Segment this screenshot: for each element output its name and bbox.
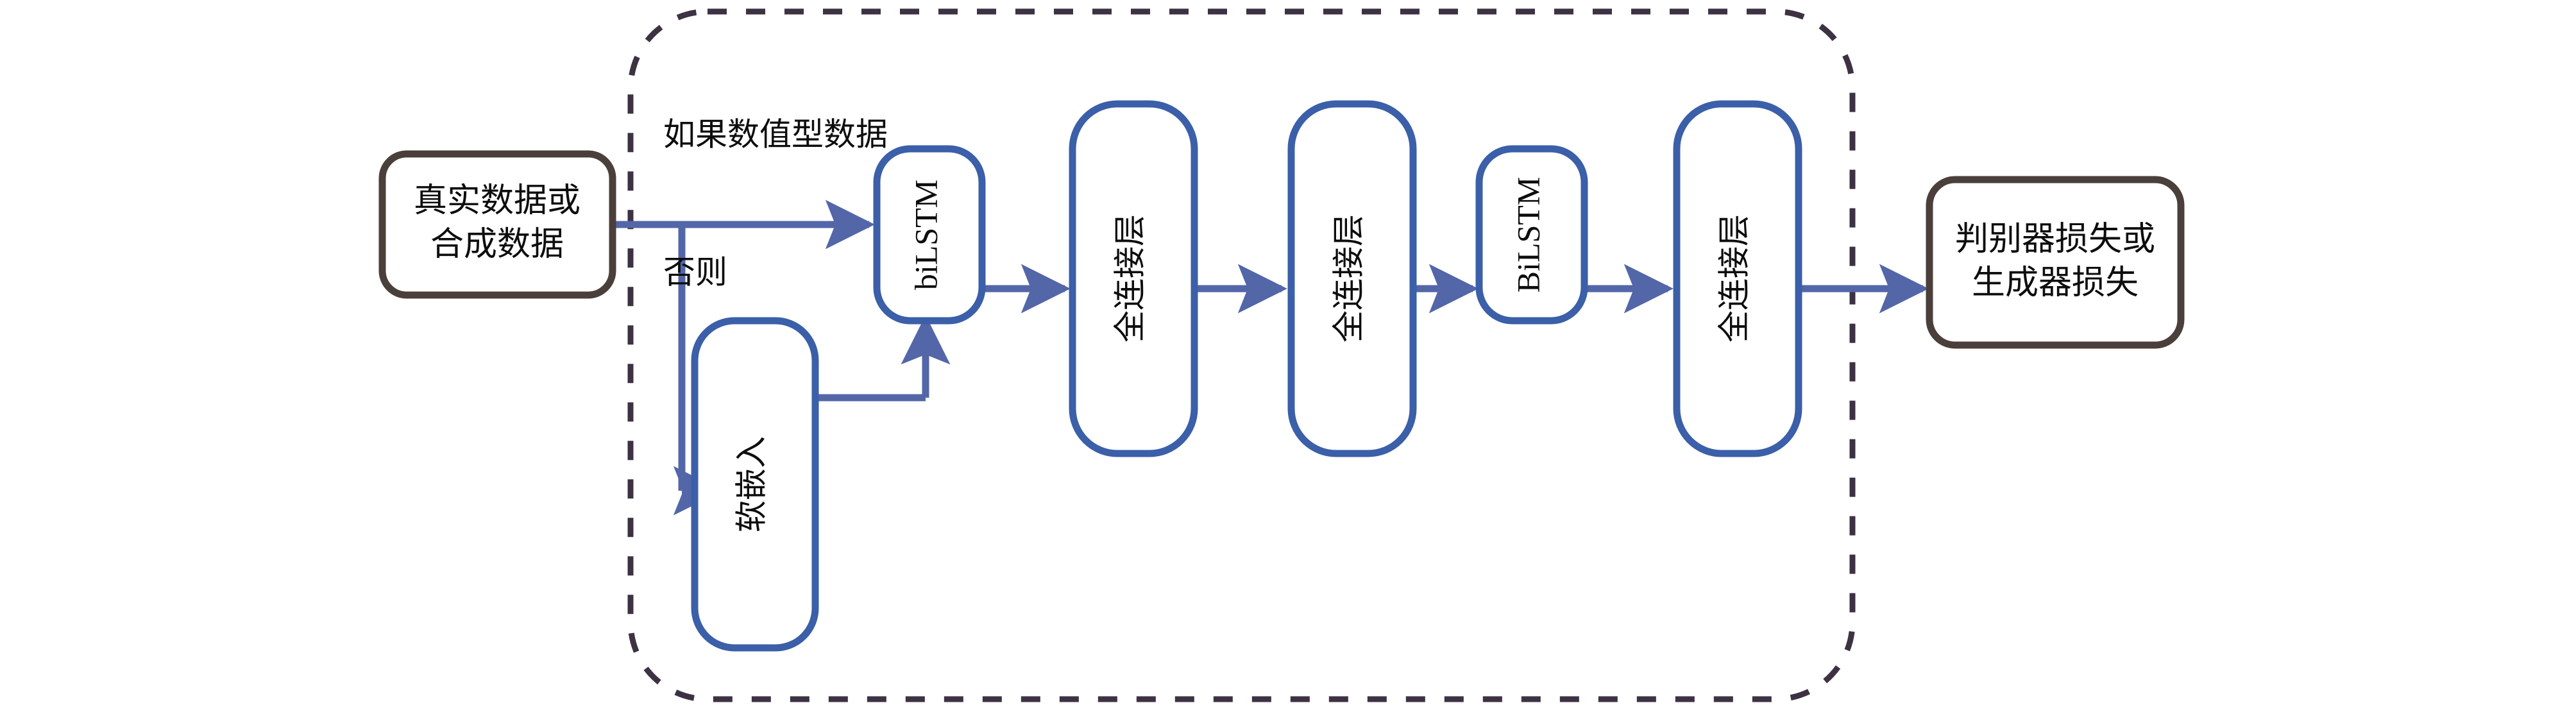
node-output-loss[interactable]: 判别器损失或 生成器损失 — [1926, 176, 2185, 349]
node-fc-1-shape — [1069, 100, 1198, 457]
node-fc-3-label: 全连接层 — [1716, 214, 1752, 343]
node-bilstm-2-shape — [1475, 145, 1588, 325]
node-output-loss-shape — [1926, 176, 2185, 349]
node-bilstm-1[interactable]: biLSTM — [873, 145, 986, 325]
node-output-loss-label-line2: 生成器损失 — [1972, 265, 2139, 301]
node-fc-1-label: 全连接层 — [1112, 214, 1148, 343]
node-input-data-label-line1: 真实数据或 — [414, 183, 580, 219]
node-fc-1[interactable]: 全连接层 — [1069, 100, 1198, 457]
node-bilstm-1-label: biLSTM — [908, 180, 944, 290]
node-input-data-label-line2: 合成数据 — [430, 226, 564, 263]
node-fc-2-shape — [1287, 100, 1417, 457]
node-bilstm-2-label: BiLSTM — [1510, 177, 1546, 293]
node-input-data-shape — [378, 150, 616, 299]
node-fc-3-shape — [1673, 100, 1802, 457]
edge-label-else-branch: 否则 — [663, 254, 727, 290]
node-input-data[interactable]: 真实数据或 合成数据 — [378, 150, 616, 299]
node-bilstm-1-shape — [873, 145, 986, 325]
node-soft-embedding-shape — [691, 317, 819, 652]
node-soft-embedding[interactable]: 软嵌入 — [691, 317, 819, 652]
edge-label-numeric-branch: 如果数值型数据 — [663, 116, 888, 152]
node-fc-3[interactable]: 全连接层 — [1673, 100, 1802, 457]
edge-input-to-branch — [613, 221, 686, 491]
node-output-loss-label-line1: 判别器损失或 — [1955, 221, 2155, 258]
edge-soft-embedding-to-bilstm1 — [815, 315, 951, 402]
node-soft-embedding-label: 软嵌入 — [733, 436, 769, 532]
node-bilstm-2[interactable]: BiLSTM — [1475, 145, 1588, 325]
node-fc-2-label: 全连接层 — [1330, 214, 1366, 343]
node-fc-2[interactable]: 全连接层 — [1287, 100, 1417, 457]
